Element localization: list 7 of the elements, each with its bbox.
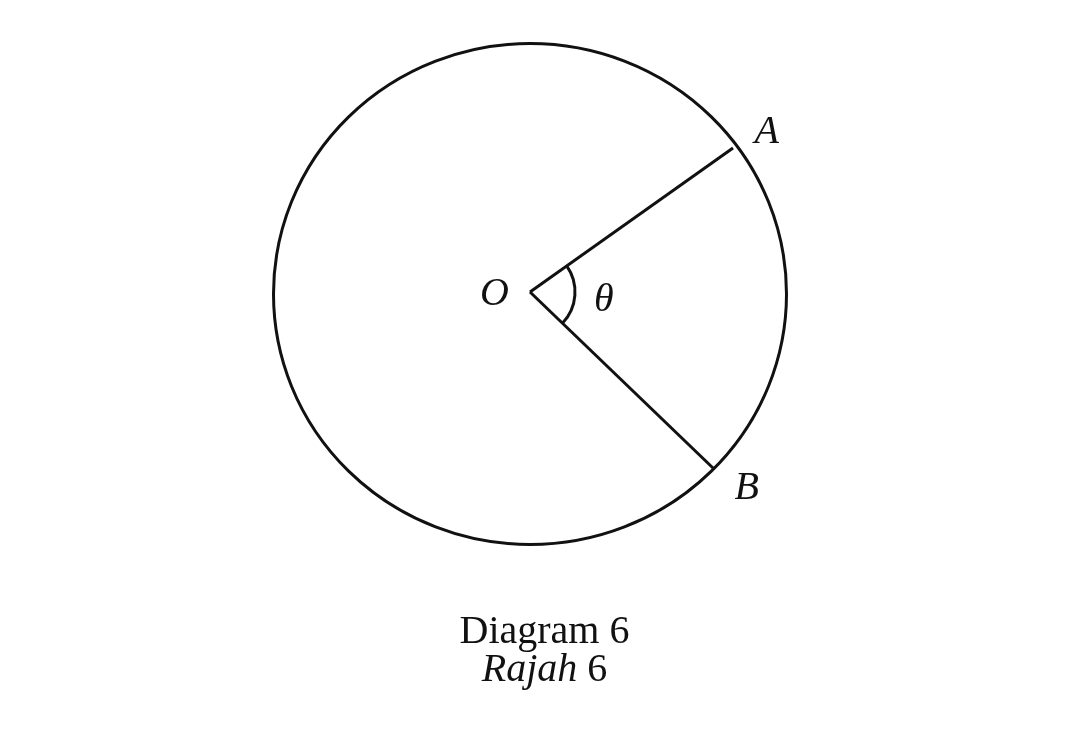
radius-line xyxy=(528,290,715,470)
caption: Diagram 6 xyxy=(458,606,631,653)
radius-line xyxy=(529,146,734,294)
point-label: O xyxy=(480,272,509,312)
point-label: B xyxy=(734,466,759,506)
angle-label: θ xyxy=(594,278,614,318)
point-label: A xyxy=(754,110,779,150)
